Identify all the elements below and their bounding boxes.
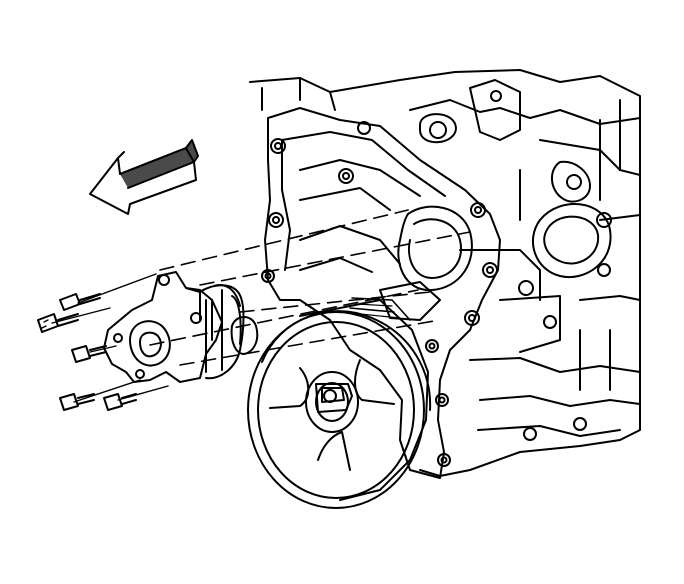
crankshaft-balancer <box>247 297 432 509</box>
water-pump <box>103 271 245 383</box>
bolt <box>59 293 101 311</box>
alignment-guides <box>149 209 471 366</box>
engine-block <box>249 69 641 477</box>
removal-arrow <box>89 139 199 215</box>
timing-cover <box>261 107 501 479</box>
bolt <box>103 393 137 411</box>
bolt <box>41 319 49 329</box>
water-pump-seal <box>230 316 259 355</box>
bolt <box>59 393 95 411</box>
bolt-guide-lines <box>51 273 169 403</box>
water-pump-bolts <box>37 293 137 411</box>
bolt <box>37 313 79 333</box>
bolt <box>71 345 107 363</box>
